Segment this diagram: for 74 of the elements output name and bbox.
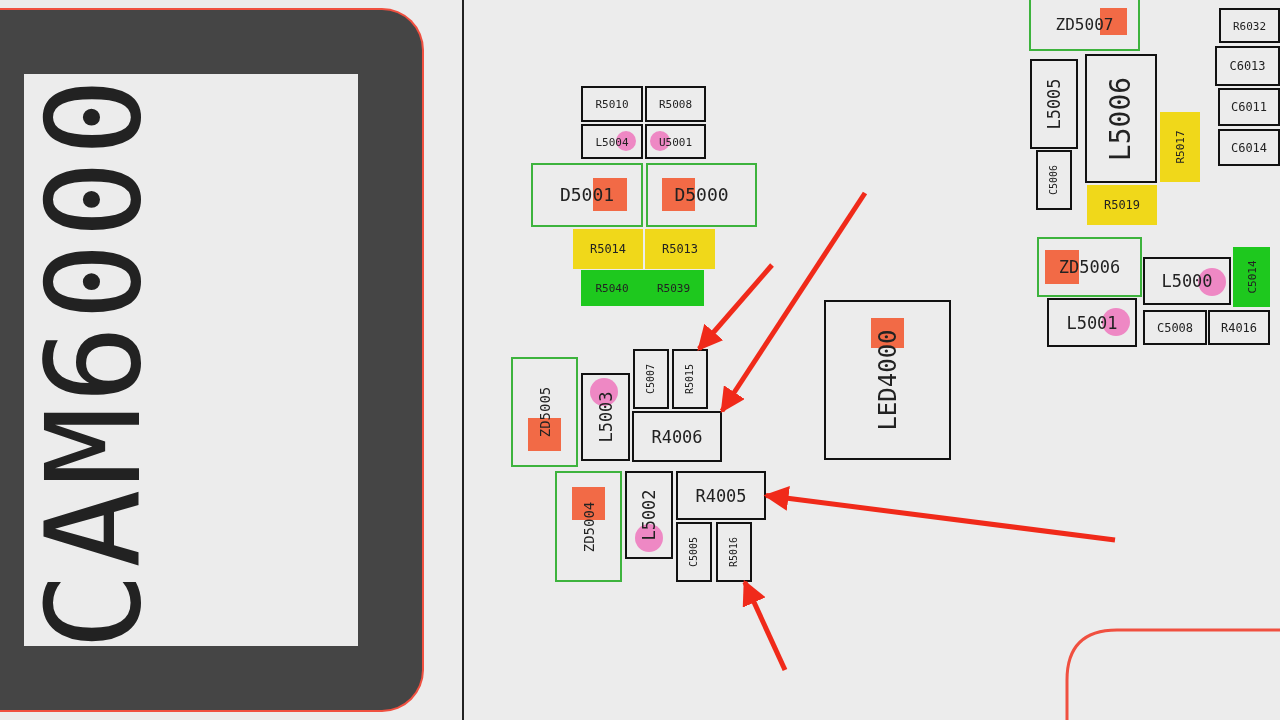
component-label: R4005 xyxy=(695,487,747,504)
component-footprint xyxy=(581,373,630,461)
component-label: L5003 xyxy=(597,391,614,443)
component-label: R5016 xyxy=(729,536,739,568)
component-footprint xyxy=(625,471,673,559)
component-footprint xyxy=(633,349,669,409)
component-label: C5005 xyxy=(689,536,699,568)
component-label: R5040 xyxy=(595,282,629,294)
component-label: R6032 xyxy=(1232,20,1267,31)
component-footprint xyxy=(676,471,766,520)
component-footprint xyxy=(1085,54,1157,183)
component-footprint xyxy=(511,357,578,467)
component-footprint xyxy=(555,471,622,582)
component-label: L5004 xyxy=(595,136,629,147)
arrow xyxy=(742,579,788,672)
component-label: R5017 xyxy=(1174,130,1186,164)
component-footprint xyxy=(1036,150,1072,210)
component-footprint xyxy=(581,86,643,122)
component-footprint xyxy=(1218,88,1280,126)
component-footprint xyxy=(1160,112,1200,182)
component-label: C5008 xyxy=(1156,321,1194,334)
component-label: ZD5004 xyxy=(581,501,596,552)
component-footprint xyxy=(1218,129,1280,166)
component-label: C6011 xyxy=(1230,101,1268,113)
component-footprint xyxy=(1208,310,1270,345)
component-label: C5007 xyxy=(646,363,656,395)
component-footprint xyxy=(632,411,722,462)
component-footprint xyxy=(646,163,757,227)
component-footprint xyxy=(643,270,704,306)
camera-footprint xyxy=(0,10,422,710)
component-label: C5006 xyxy=(1049,164,1059,196)
component-footprint xyxy=(645,86,706,122)
component-footprint xyxy=(1143,257,1231,305)
component-label: L5000 xyxy=(1161,272,1213,290)
component-footprint xyxy=(645,124,706,159)
arrow xyxy=(719,191,868,414)
component-label: R5019 xyxy=(1103,199,1141,211)
component-label: L5006 xyxy=(1107,76,1135,161)
component-footprint xyxy=(1215,46,1280,86)
component-label: R4016 xyxy=(1220,321,1258,334)
arrow xyxy=(763,485,1116,543)
component-footprint xyxy=(824,300,951,460)
component-label: L5002 xyxy=(640,489,658,541)
component-footprint xyxy=(672,349,708,409)
component-label: R5039 xyxy=(656,282,691,294)
component-label: L5005 xyxy=(1045,78,1063,130)
component-label: R4006 xyxy=(651,428,703,445)
component-footprint xyxy=(573,229,643,269)
component-label: CAM6000 xyxy=(29,74,159,650)
component-footprint xyxy=(1143,310,1207,345)
component-label: ZD5005 xyxy=(537,386,552,438)
component-label: U5001 xyxy=(658,136,693,147)
component-label: C6014 xyxy=(1230,141,1268,154)
component-footprint xyxy=(1219,8,1280,43)
component-footprint xyxy=(581,270,643,306)
component-label: LED4000 xyxy=(875,329,900,431)
component-label: R5010 xyxy=(595,98,629,110)
component-label: R5013 xyxy=(661,243,699,255)
arrow xyxy=(697,263,774,351)
component-footprint xyxy=(531,163,643,227)
component-footprint xyxy=(581,124,643,159)
component-label: C5014 xyxy=(1246,260,1257,294)
component-footprint xyxy=(1030,59,1078,149)
component-footprint xyxy=(645,229,715,269)
component-label: R5014 xyxy=(589,243,627,255)
component-label: R5015 xyxy=(685,363,695,395)
component-footprint xyxy=(1047,298,1137,347)
component-label: R5008 xyxy=(658,98,693,110)
component-label: L5001 xyxy=(1066,314,1118,331)
component-footprint xyxy=(1087,185,1157,225)
component-footprint xyxy=(1233,247,1270,307)
component-footprint xyxy=(676,522,712,582)
component-footprint xyxy=(716,522,752,582)
component-label: C6013 xyxy=(1229,60,1266,72)
